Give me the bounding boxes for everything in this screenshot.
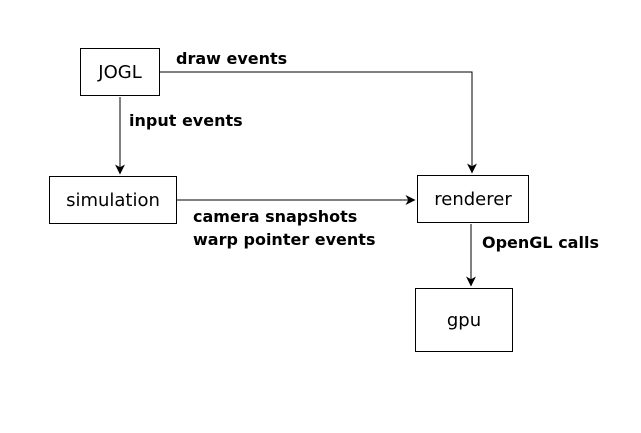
- node-gpu-label: gpu: [446, 309, 482, 331]
- node-gpu: gpu: [415, 288, 513, 352]
- edge-label-opengl-calls: OpenGL calls: [482, 233, 599, 252]
- node-jogl-label: JOGL: [98, 61, 142, 83]
- node-renderer-label: renderer: [434, 188, 512, 210]
- edge-label-input-events: input events: [129, 111, 243, 130]
- node-jogl: JOGL: [80, 48, 160, 96]
- edge-label-camera-snapshots: camera snapshots: [193, 207, 358, 226]
- edge-label-camera-snapshots-warp-pointer-events: camera snapshots warp pointer events: [193, 205, 375, 251]
- edge-label-draw-events: draw events: [176, 49, 288, 68]
- node-simulation: simulation: [49, 176, 177, 224]
- node-simulation-label: simulation: [66, 189, 160, 211]
- edge-label-warp-pointer-events: warp pointer events: [193, 230, 376, 249]
- arrow-jogl-to-renderer: [160, 71, 477, 174]
- node-renderer: renderer: [417, 175, 529, 223]
